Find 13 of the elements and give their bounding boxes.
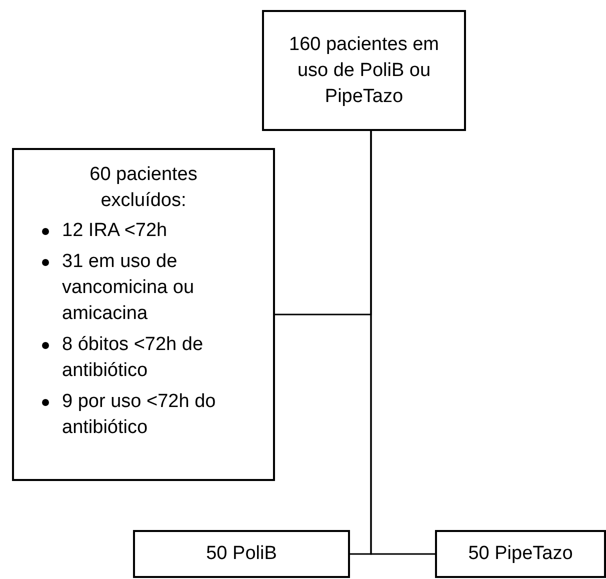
population-box [262, 10, 466, 131]
box-text: 50 PipeTazo [468, 542, 573, 566]
bullet-item: 31 em uso de vancomicina ou amicacina [62, 251, 194, 324]
group-box [435, 530, 606, 578]
bullet-item: 8 óbitos <72h de antibiótico [62, 334, 204, 381]
bullet-item: 12 IRA <72h [62, 220, 168, 241]
group-box [133, 530, 350, 578]
box-text: 160 pacientes em uso de PoliB ou PipeTazo [288, 32, 440, 108]
exclusion-box [12, 148, 275, 481]
box-heading: 60 pacientes excluídos: [88, 163, 198, 213]
bullet-item: 9 por uso <72h do antibiótico [62, 391, 216, 438]
connector-line [370, 131, 435, 555]
box-text: 50 PoliB [206, 542, 277, 566]
